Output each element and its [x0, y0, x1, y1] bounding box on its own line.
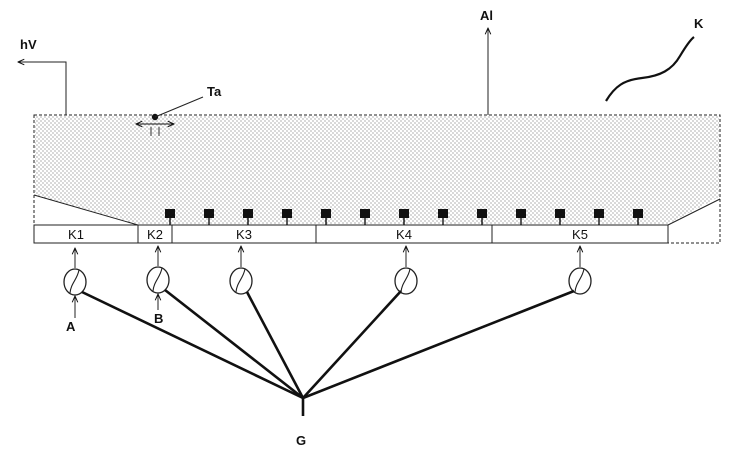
nozzle — [321, 209, 331, 225]
nozzle — [204, 209, 214, 225]
left-slope-wall — [33, 194, 139, 226]
nozzle-row — [165, 209, 643, 225]
zone-box-k1 — [33, 224, 139, 244]
outlet-al: Al — [480, 8, 493, 115]
nozzle — [243, 209, 253, 225]
supply-lines — [81, 288, 575, 416]
label-al: Al — [480, 8, 493, 23]
zone-bar: K1 K2 K3 K4 K5 — [33, 224, 669, 244]
nozzle — [399, 209, 409, 225]
nozzle — [282, 209, 292, 225]
label-ta: Ta — [207, 84, 222, 99]
nozzle — [438, 209, 448, 225]
zone-label-k4: K4 — [396, 227, 412, 242]
fan-k5 — [568, 246, 592, 295]
label-g: G — [296, 433, 306, 448]
nozzle — [633, 209, 643, 225]
curve-k: K — [605, 16, 704, 102]
nozzle — [477, 209, 487, 225]
fan-k3 — [229, 246, 253, 295]
label-a: A — [66, 319, 76, 334]
zone-box-k5 — [491, 224, 669, 244]
sensor-ta: Ta — [136, 84, 222, 136]
zone-label-k3: K3 — [236, 227, 252, 242]
nozzle — [165, 209, 175, 225]
fan-k2 — [146, 246, 170, 310]
exhaust-hv: hV — [18, 37, 67, 115]
label-hv: hV — [20, 37, 37, 52]
zone-label-k2: K2 — [147, 227, 163, 242]
right-slope-wall — [667, 198, 721, 226]
nozzle — [516, 209, 526, 225]
label-b: B — [154, 311, 163, 326]
zone-label-k5: K5 — [572, 227, 588, 242]
label-k: K — [694, 16, 704, 31]
fan-k4 — [394, 246, 418, 295]
zone-label-k1: K1 — [68, 227, 84, 242]
fan-k1 — [63, 248, 87, 318]
nozzle — [594, 209, 604, 225]
hot-gas-region — [35, 116, 719, 224]
nozzle — [555, 209, 565, 225]
fans — [63, 246, 592, 318]
nozzle — [360, 209, 370, 225]
